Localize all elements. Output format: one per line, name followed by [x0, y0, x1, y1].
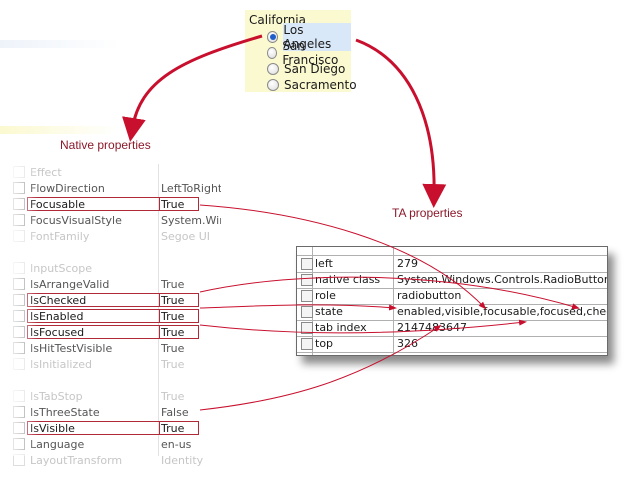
arrow-icon	[199, 319, 527, 334]
property-value: Identity	[161, 453, 204, 467]
california-radio-group: California Los Angeles San Francisco San…	[245, 10, 357, 92]
property-name: left	[315, 257, 333, 270]
fade-overlay	[8, 164, 38, 456]
checkbox-icon[interactable]	[301, 274, 313, 286]
property-value: LeftToRight	[161, 181, 221, 195]
property-value: True	[161, 309, 185, 323]
arrow-icon	[355, 38, 447, 208]
column-divider	[158, 164, 159, 456]
property-name: IsInitialized	[30, 357, 92, 371]
panel-edge-top	[0, 40, 120, 48]
radio-button-icon[interactable]	[267, 47, 278, 59]
highlight-box	[159, 197, 199, 211]
property-value: False	[161, 405, 189, 419]
radio-san-diego[interactable]: San Diego	[267, 61, 345, 77]
arrow-icon	[199, 324, 442, 411]
property-name: FontFamily	[30, 229, 90, 243]
property-value: System.Wind	[161, 213, 221, 227]
property-value: enabled,visible,focusable,focused,checke…	[397, 305, 607, 318]
highlight-box	[159, 309, 199, 323]
highlight-box	[159, 325, 199, 339]
table-row[interactable]: top 326	[297, 336, 607, 353]
property-name: LayoutTransform	[30, 453, 123, 467]
radio-los-angeles[interactable]: Los Angeles	[267, 23, 351, 51]
arrow-icon	[199, 304, 397, 311]
property-name: FlowDirection	[30, 181, 105, 195]
checkbox-icon[interactable]	[301, 322, 313, 334]
property-name: IsTabStop	[30, 389, 83, 403]
table-row-partial	[297, 247, 607, 256]
property-name: IsArrangeValid	[30, 277, 110, 291]
property-name: IsHitTestVisible	[30, 341, 113, 355]
property-name: tab index	[315, 321, 367, 334]
property-value: True	[161, 389, 185, 403]
property-value: en-us	[161, 437, 192, 451]
radio-button-icon[interactable]	[267, 79, 279, 91]
property-name: IsVisible	[30, 421, 75, 435]
property-name: Language	[30, 437, 85, 451]
property-name: native class	[315, 273, 381, 286]
property-name: InputScope	[30, 261, 92, 275]
property-name: top	[315, 337, 334, 350]
table-row[interactable]: left 279	[297, 256, 607, 273]
radio-san-francisco[interactable]: San Francisco	[267, 39, 351, 67]
arrow-icon	[199, 276, 580, 310]
list-item[interactable]: LayoutTransform Identity	[8, 452, 220, 468]
checkbox-icon[interactable]	[301, 306, 313, 318]
property-name: IsThreeState	[30, 405, 100, 419]
radio-button-icon[interactable]	[267, 63, 279, 75]
panel-edge-bottom	[0, 126, 120, 134]
property-value: radiobutton	[397, 289, 462, 302]
radio-label: Los Angeles	[283, 23, 351, 51]
column-divider	[393, 247, 394, 355]
table-row[interactable]: role radiobutton	[297, 288, 607, 305]
highlight-box	[159, 421, 199, 435]
ta-properties-caption: TA properties	[392, 206, 463, 220]
checkbox-icon[interactable]	[301, 258, 313, 270]
property-value: 279	[397, 257, 418, 270]
arrow-icon	[199, 204, 487, 310]
radio-button-icon[interactable]	[267, 31, 279, 43]
property-value: 326	[397, 337, 418, 350]
arrow-icon	[122, 34, 263, 142]
property-name: IsChecked	[30, 293, 87, 307]
property-value: True	[161, 325, 185, 339]
radio-label: San Diego	[284, 62, 346, 76]
radio-label: San Francisco	[282, 39, 339, 67]
property-value: True	[161, 197, 185, 211]
property-value: True	[161, 277, 185, 291]
property-value: True	[161, 341, 185, 355]
property-value: Segoe UI	[161, 229, 211, 243]
checkbox-icon[interactable]	[301, 290, 313, 302]
radio-sacramento[interactable]: Sacramento	[267, 77, 357, 93]
property-value: True	[161, 421, 185, 435]
table-row[interactable]: state enabled,visible,focusable,focused,c…	[297, 304, 607, 321]
property-name: IsEnabled	[30, 309, 84, 323]
radio-label: Sacramento	[284, 78, 357, 92]
property-name: FocusVisualStyle	[30, 213, 122, 227]
checkbox-icon[interactable]	[301, 338, 313, 350]
property-value: True	[161, 293, 185, 307]
property-name: Focusable	[30, 197, 85, 211]
property-name: IsFocused	[30, 325, 85, 339]
property-name: role	[315, 289, 336, 302]
highlight-box	[159, 293, 199, 307]
property-value: True	[161, 357, 185, 371]
property-name: state	[315, 305, 343, 318]
